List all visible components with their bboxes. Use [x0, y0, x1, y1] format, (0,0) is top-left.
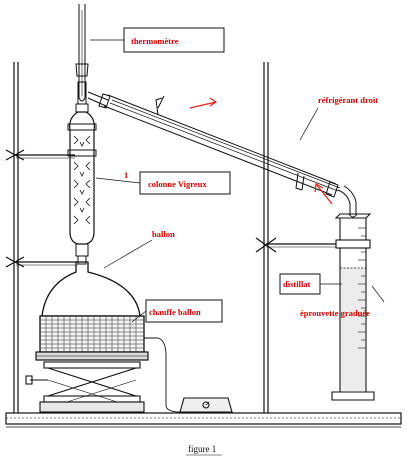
heating-mantle — [35, 315, 149, 361]
label-number-1: 1 — [124, 170, 128, 180]
label-distillat: distillat — [283, 279, 311, 289]
left-support-stand — [5, 62, 78, 413]
label-eprouvette-graduee: éprouvette graduée — [300, 308, 370, 318]
lab-jack — [25, 337, 181, 413]
water-inlet-arrow — [315, 183, 333, 205]
label-boxes — [123, 27, 321, 323]
round-bottom-flask — [41, 261, 141, 317]
straight-condenser — [87, 91, 358, 218]
label-refrigerant-droit: réfrigérant droit — [318, 95, 378, 105]
graduated-cylinder — [331, 213, 375, 401]
label-thermometre: thermomètre — [131, 36, 179, 46]
flow-arrows — [189, 97, 333, 205]
heater-controller — [179, 397, 233, 413]
label-ballon: ballon — [152, 229, 175, 239]
lab-bench — [5, 412, 402, 428]
label-chauffe-ballon: chauffe ballon — [149, 307, 201, 317]
label-colonne-vigreux: colonne Vigreux — [148, 179, 207, 189]
vapor-flow-arrow — [189, 101, 217, 109]
leader-lines — [90, 39, 385, 323]
right-support-stand — [255, 62, 340, 413]
figure-caption: figure 1 — [188, 444, 216, 454]
vigreux-column — [67, 81, 97, 265]
